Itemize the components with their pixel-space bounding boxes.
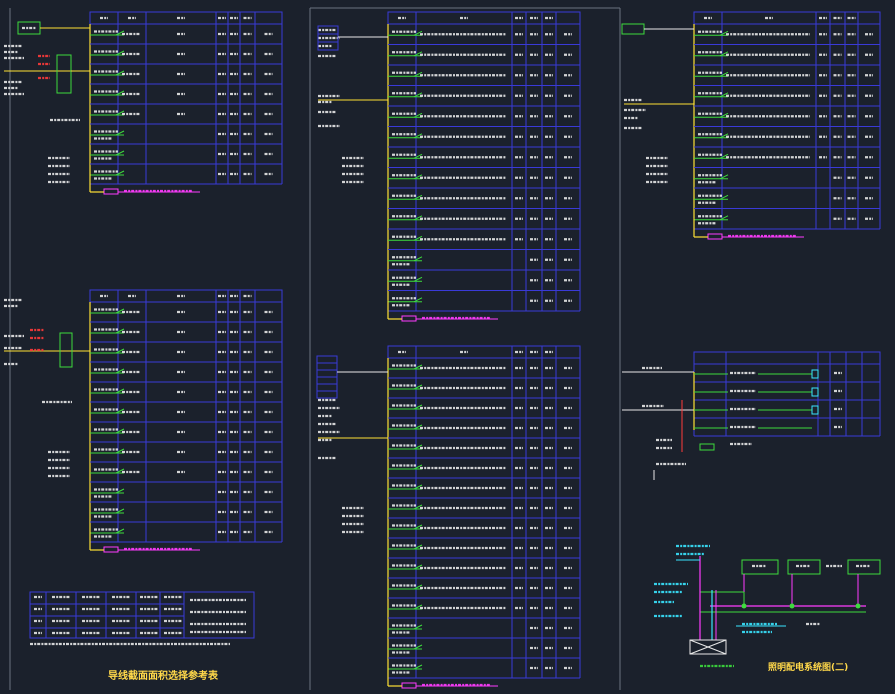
breaker-switch (413, 524, 423, 530)
luminaire-box (847, 559, 881, 575)
breaker-switch (719, 215, 729, 221)
breaker-switch (719, 133, 729, 139)
breaker-switch (413, 644, 423, 650)
breaker-switch (413, 256, 423, 262)
breaker-switch (413, 71, 423, 77)
breaker-switch (115, 488, 125, 494)
breaker-switch (413, 624, 423, 630)
breaker-switch (115, 328, 125, 334)
breaker-switch (413, 297, 423, 303)
junction-node (789, 603, 795, 609)
breaker-switch (413, 30, 423, 36)
breaker-switch (719, 194, 729, 200)
breaker-switch (413, 664, 423, 670)
distribution-panel-2 (4, 289, 283, 553)
wire-size-reference-table (29, 591, 255, 646)
panel-id-box (621, 23, 645, 35)
breaker-switch (115, 368, 125, 374)
surge-protector (103, 546, 119, 553)
main-breaker-box (59, 332, 73, 368)
breaker-switch (115, 170, 125, 176)
breaker-switch (115, 150, 125, 156)
breaker-switch (413, 92, 423, 98)
breaker-switch (115, 70, 125, 76)
breaker-switch (413, 464, 423, 470)
breaker-switch (413, 584, 423, 590)
table-header (89, 289, 283, 303)
spd-box (699, 443, 715, 451)
breaker-switch (719, 51, 729, 57)
breaker-switch (115, 348, 125, 354)
distribution-panel-6 (622, 351, 881, 480)
breaker-switch (719, 30, 729, 36)
breaker-switch (413, 444, 423, 450)
breaker-switch (719, 92, 729, 98)
surge-protector (103, 188, 119, 195)
breaker-switch (115, 308, 125, 314)
junction-node (855, 603, 861, 609)
breaker-switch (115, 130, 125, 136)
lighting-riser-diagram (654, 544, 881, 668)
breaker-switch (413, 484, 423, 490)
breaker-switch (413, 544, 423, 550)
breaker-switch (413, 174, 423, 180)
breaker-switch (413, 424, 423, 430)
distribution-panel-4 (318, 345, 581, 689)
luminaire-box (787, 559, 821, 575)
main-breaker-box (56, 54, 72, 94)
distribution-panel-3 (318, 11, 581, 322)
breaker-switch (115, 448, 125, 454)
breaker-switch (719, 112, 729, 118)
breaker-switch (413, 215, 423, 221)
distribution-panel-5 (624, 11, 881, 240)
breaker-switch (719, 174, 729, 180)
breaker-switch (719, 153, 729, 159)
table-header (89, 11, 283, 25)
breaker-switch (115, 408, 125, 414)
output-terminal (811, 405, 819, 415)
breaker-switch (115, 30, 125, 36)
breaker-switch (413, 153, 423, 159)
reference-table-frame (29, 591, 255, 639)
luminaire-box (741, 559, 779, 575)
output-terminal (811, 369, 819, 379)
breaker-switch (413, 564, 423, 570)
breaker-switch (115, 388, 125, 394)
junction-node (741, 603, 747, 609)
breaker-switch (413, 504, 423, 510)
breaker-switch (115, 468, 125, 474)
surge-protector (401, 682, 417, 689)
breaker-switch (413, 51, 423, 57)
breaker-switch (115, 528, 125, 534)
breaker-switch (413, 384, 423, 390)
riser-cabinet (689, 639, 727, 655)
breaker-switch (115, 110, 125, 116)
breaker-switch (413, 194, 423, 200)
panel-id-box (17, 21, 41, 35)
wire-size-table-caption: 导线截面面积选择参考表 (108, 671, 218, 682)
breaker-switch (115, 428, 125, 434)
breaker-switch (413, 235, 423, 241)
breaker-switch (413, 404, 423, 410)
table-header (693, 351, 881, 365)
cabinet-diagonal (689, 639, 727, 655)
breaker-switch (719, 71, 729, 77)
breaker-switch (115, 508, 125, 514)
distribution-panels (4, 11, 881, 689)
breaker-switch (115, 50, 125, 56)
surge-protector (707, 233, 723, 240)
breaker-switch (413, 604, 423, 610)
breaker-switch (413, 364, 423, 370)
distribution-panel-1 (4, 11, 283, 195)
breaker-switch (413, 133, 423, 139)
output-terminal (811, 387, 819, 397)
lighting-system-diagram-caption: 照明配电系统图(二) (768, 663, 849, 673)
breaker-switch (413, 276, 423, 282)
breaker-switch (115, 90, 125, 96)
phase-table (317, 25, 339, 51)
breaker-switch (413, 112, 423, 118)
surge-protector (401, 315, 417, 322)
